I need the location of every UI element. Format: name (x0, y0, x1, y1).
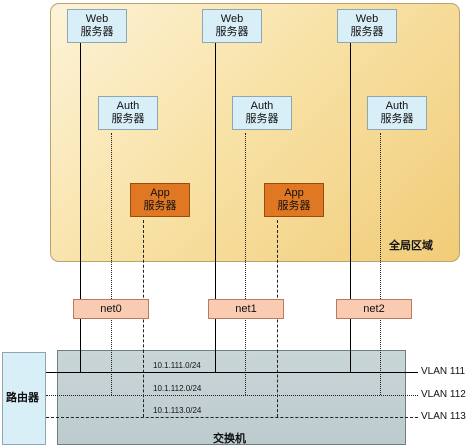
vlan-112-line (46, 395, 418, 396)
web-server-3-line2: 服务器 (350, 26, 384, 38)
global-zone-label: 全局区域 (389, 240, 433, 252)
switch-label: 交换机 (213, 433, 246, 445)
web-server-2-line1: Web (220, 13, 244, 25)
web-link-1-switch (80, 350, 81, 372)
auth-link-2 (245, 133, 246, 395)
web-link-3-switch (350, 350, 351, 372)
subnet-label-112: 10.1.112.0/24 (153, 384, 202, 393)
app-server-2: App 服务器 (264, 183, 324, 217)
router (2, 352, 46, 445)
auth-server-2-line2: 服务器 (245, 113, 279, 125)
auth-server-1-line2: 服务器 (111, 113, 145, 125)
web-server-1-line2: 服务器 (80, 26, 114, 38)
vlan-112-label: VLAN 112 (421, 389, 466, 400)
vlan-113-line (46, 417, 418, 418)
web-server-2-line2: 服务器 (215, 26, 249, 38)
app-server-1: App 服务器 (130, 183, 190, 217)
switch (57, 350, 406, 445)
global-zone (50, 3, 460, 262)
auth-server-1-line1: Auth (116, 100, 140, 112)
router-label: 路由器 (6, 392, 39, 404)
vlan-111-line (46, 372, 418, 373)
web-link-2 (215, 43, 216, 372)
app-server-1-line2: 服务器 (143, 200, 177, 212)
auth-server-3-line1: Auth (385, 100, 409, 112)
web-server-3: Web 服务器 (337, 9, 397, 43)
auth-server-1: Auth 服务器 (98, 96, 158, 130)
web-server-2: Web 服务器 (202, 9, 262, 43)
app-server-1-line1: App (150, 187, 170, 199)
web-server-1: Web 服务器 (67, 9, 127, 43)
app-server-2-line1: App (284, 187, 304, 199)
interface-net1: net1 (208, 299, 284, 319)
subnet-label-113: 10.1.113.0/24 (153, 406, 202, 415)
app-server-2-line2: 服务器 (277, 200, 311, 212)
vlan-111-label: VLAN 111 (421, 366, 466, 377)
subnet-label-111: 10.1.111.0/24 (153, 361, 201, 370)
auth-server-3: Auth 服务器 (367, 96, 427, 130)
web-link-3 (350, 43, 351, 372)
interface-net2: net2 (336, 299, 412, 319)
web-link-1 (80, 43, 81, 372)
auth-server-2-line1: Auth (250, 100, 274, 112)
interface-net0: net0 (73, 299, 149, 319)
web-server-3-line1: Web (355, 13, 379, 25)
app-link-1-switch (143, 350, 144, 417)
app-link-2-switch (277, 350, 278, 417)
auth-server-2: Auth 服务器 (232, 96, 292, 130)
web-server-1-line1: Web (85, 13, 109, 25)
web-link-2-switch (215, 350, 216, 372)
auth-link-1 (111, 133, 112, 395)
auth-link-3 (380, 133, 381, 395)
vlan-113-label: VLAN 113 (421, 411, 466, 422)
auth-server-3-line2: 服务器 (380, 113, 414, 125)
